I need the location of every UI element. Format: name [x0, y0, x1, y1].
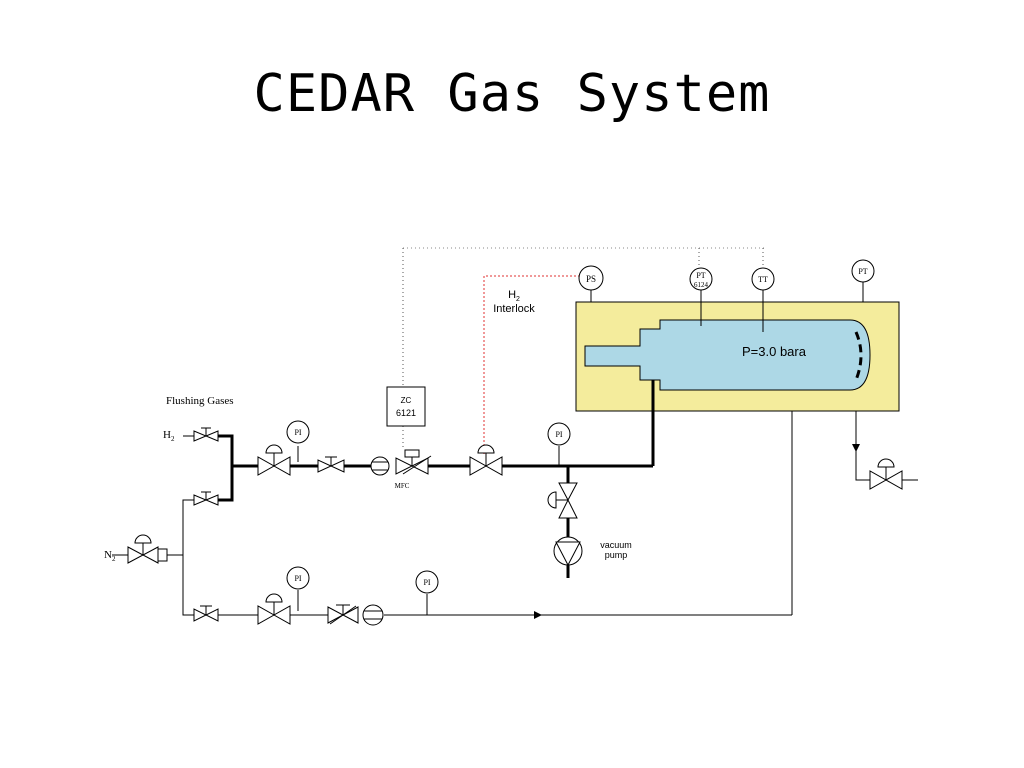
- vacuum-valve: [547, 482, 578, 519]
- flushing-gases-label: Flushing Gases: [166, 395, 234, 407]
- mfc-valve: [395, 449, 432, 475]
- main-control-valve-1: [257, 444, 291, 476]
- svg-text:ZC: ZC: [401, 396, 412, 405]
- zc-6121-controller: ZC 6121: [386, 386, 426, 427]
- bottom-needle-valve: [193, 605, 219, 622]
- interlock-valve: [469, 444, 503, 476]
- h2-label: H2: [163, 429, 175, 443]
- svg-text:PI: PI: [423, 578, 430, 587]
- vacuum-pump-label-1: vacuum: [600, 540, 632, 550]
- vessel: P=3.0 bara: [575, 301, 900, 412]
- svg-text:PI: PI: [555, 430, 562, 439]
- svg-text:TT: TT: [758, 275, 768, 284]
- svg-text:6121: 6121: [396, 408, 416, 418]
- pt-right-instrument: PT: [851, 259, 875, 283]
- bottom-control-valve: [257, 593, 291, 625]
- interlock-line: [483, 275, 580, 455]
- svg-text:PI: PI: [294, 428, 301, 437]
- vacuum-pump-symbol: [553, 536, 583, 567]
- exhaust-control-valve: [869, 458, 903, 490]
- n2-control-valve: [127, 534, 168, 564]
- interlock-label: Interlock: [493, 303, 535, 315]
- vessel-inner-chamber: [584, 319, 871, 391]
- tt-instrument: TT: [751, 267, 775, 291]
- svg-text:PT: PT: [696, 271, 705, 280]
- bottom-flow-meter: [362, 604, 384, 626]
- vessel-window: [854, 331, 863, 381]
- pi-gauge-2: PI: [547, 422, 571, 446]
- main-gas-line: [218, 380, 655, 578]
- h2-inlet-valve: [193, 427, 219, 442]
- ps-instrument: PS: [578, 265, 604, 291]
- thin-lines: [112, 411, 918, 616]
- vacuum-pump-label-2: pump: [605, 550, 628, 560]
- page-title: CEDAR Gas System: [253, 64, 771, 124]
- pt-6124-instrument: PT 6124: [689, 267, 713, 291]
- svg-text:PS: PS: [586, 274, 596, 284]
- flow-meter: [370, 456, 390, 476]
- interlock-h2-label: H2: [508, 289, 520, 303]
- pi-gauge-4: PI: [415, 570, 439, 594]
- bottom-regulating-valve: [327, 604, 359, 625]
- svg-text:6124: 6124: [694, 281, 709, 289]
- pi-gauge-3: PI: [286, 566, 310, 590]
- svg-text:PI: PI: [294, 574, 301, 583]
- svg-text:PT: PT: [858, 267, 867, 276]
- pi-gauge-1: PI: [286, 420, 310, 444]
- flushing-valve-2: [193, 491, 219, 506]
- pressure-label: P=3.0 bara: [742, 344, 807, 359]
- mfc-label: MFC: [395, 482, 410, 490]
- valves: [127, 427, 903, 626]
- main-needle-valve: [317, 456, 345, 473]
- n2-label: N2: [104, 549, 116, 563]
